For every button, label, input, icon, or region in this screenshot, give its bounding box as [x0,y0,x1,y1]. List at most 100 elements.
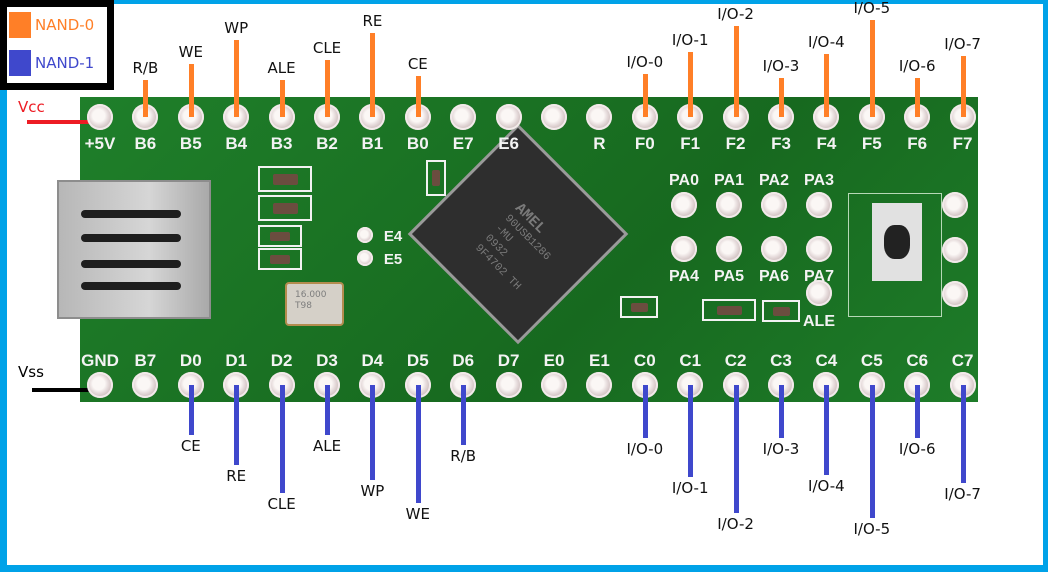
nand0-signal-label: I/O-6 [898,57,936,75]
pin-label: F4 [816,134,837,153]
pin-label: C0 [633,351,656,370]
pin-label: E5 [383,251,403,268]
nand0-signal-label: CE [407,55,428,73]
nand0-wire [370,33,376,117]
nand0-wire [915,78,921,117]
pin-pad [541,104,567,130]
nand0-wire [642,74,648,117]
vcc-wire [27,120,103,124]
pin-label: F1 [680,134,701,153]
nand0-signal-label: WP [224,19,249,37]
pin-pad [87,104,113,130]
pin-label: GND [81,351,119,370]
pin-label: C4 [815,351,838,370]
nand0-signal-label: I/O-1 [671,31,709,49]
nand1-wire [733,385,739,513]
pin-label: D6 [452,351,475,370]
nand1-signal-label: CE [180,437,201,455]
pin-label: E4 [383,228,403,245]
nand0-wire [415,76,421,117]
nand1-wire [642,385,648,438]
nand0-signal-label: I/O-5 [853,0,891,17]
nand0-signal-label: I/O-3 [762,57,800,75]
nand1-wire [370,385,376,480]
pin-label: C7 [951,351,974,370]
pin-label: +5V [84,134,116,153]
pin-label: B4 [225,134,248,153]
pin-label: C2 [724,351,747,370]
nand1-signal-label: WP [360,482,385,500]
pin-label: F2 [725,134,746,153]
pin-pad [357,227,373,243]
nand1-signal-label: I/O-5 [853,520,891,538]
reset-button-cap[interactable] [884,225,910,259]
pin-label: B7 [134,351,157,370]
nand0-wire [733,26,739,117]
nand0-wire [234,40,240,117]
smd-component [762,300,800,322]
nand0-signal-label: I/O-4 [808,33,845,51]
vss-label: Vss [18,363,44,381]
pin-pad [806,192,832,218]
nand1-signal-label: WE [405,505,430,523]
nand0-signal-label: I/O-0 [626,53,664,71]
pin-label: E6 [498,134,519,153]
nand1-wire [188,385,194,435]
pin-label: E7 [452,134,474,153]
nand1-wire [869,385,875,518]
pin-pad [586,372,613,398]
nand1-signal-label: CLE [267,495,296,513]
pin-pad [671,192,697,218]
pin-label: F7 [952,134,973,153]
nand1-wire [461,385,467,445]
pin-label: C6 [906,351,929,370]
nand0-signal-label: WE [178,43,203,61]
nand0-signal-label: ALE [267,59,296,77]
nand1-wire [325,385,330,435]
nand1-wire [915,385,921,438]
pin-pad [586,104,613,130]
nand1-signal-label: ALE [312,437,342,455]
pin-label: F3 [771,134,791,153]
smd-component [258,195,312,221]
pin-label: D7 [497,351,520,370]
pin-label: D1 [225,351,248,370]
pin-pad [495,372,522,398]
pin-label: D4 [361,351,384,370]
pin-label: B1 [361,134,384,153]
pin-label: F6 [907,134,928,153]
pin-label: D5 [406,351,429,370]
pin-label: E1 [588,351,610,370]
pin-pad [87,372,113,398]
nand1-wire [824,385,830,475]
pin-label: PA4 [669,268,699,285]
nand1-signal-label: I/O-0 [626,440,664,458]
nand1-signal-label: RE [226,467,247,485]
pin-pad [942,237,968,263]
legend: NAND-0 NAND-1 [0,0,114,90]
legend-item-nand1: NAND-1 [9,49,94,77]
crystal-oscillator: 16.000 T98 [285,282,344,326]
nand0-wire [779,78,784,117]
nand1-wire [779,385,784,438]
nand0-signal-label: I/O-7 [944,35,981,53]
legend-label: NAND-1 [35,54,95,72]
nand1-wire [960,385,966,483]
nand0-wire [688,52,694,117]
nand0-signal-label: R/B [132,59,159,77]
pin-pad [716,236,742,262]
pin-pad [761,192,787,218]
pin-label: D2 [270,351,293,370]
pin-label: D3 [316,351,338,370]
pin-label: PA3 [804,172,834,189]
nand1-signal-label: I/O-6 [898,440,936,458]
pin-label: F0 [634,134,655,153]
smd-component [426,160,446,196]
smd-component [258,248,302,270]
nand1-signal-label: I/O-1 [671,479,709,497]
nand1-wire [415,385,421,503]
legend-label: NAND-0 [35,16,95,34]
nand1-wire [688,385,694,477]
smd-component [620,296,658,318]
pin-pad [450,104,477,130]
